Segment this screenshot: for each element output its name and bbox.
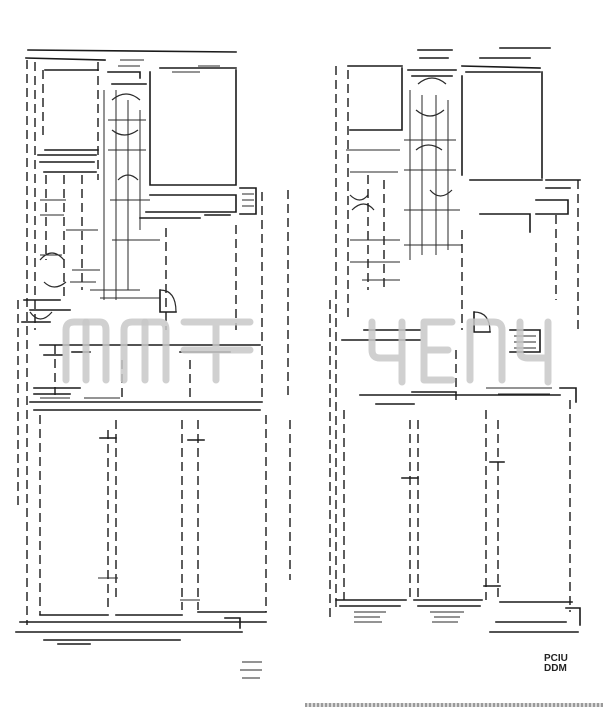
left-plan <box>15 49 291 645</box>
watermark <box>62 318 552 386</box>
scan-edge-strip <box>305 703 603 707</box>
drawing-stamp: PCIU DDM <box>544 654 568 674</box>
scale-mark <box>240 661 262 679</box>
stamp-line-2: DDM <box>544 663 567 674</box>
right-plan <box>329 47 581 633</box>
stamp-line-1: PCIU <box>544 653 568 664</box>
